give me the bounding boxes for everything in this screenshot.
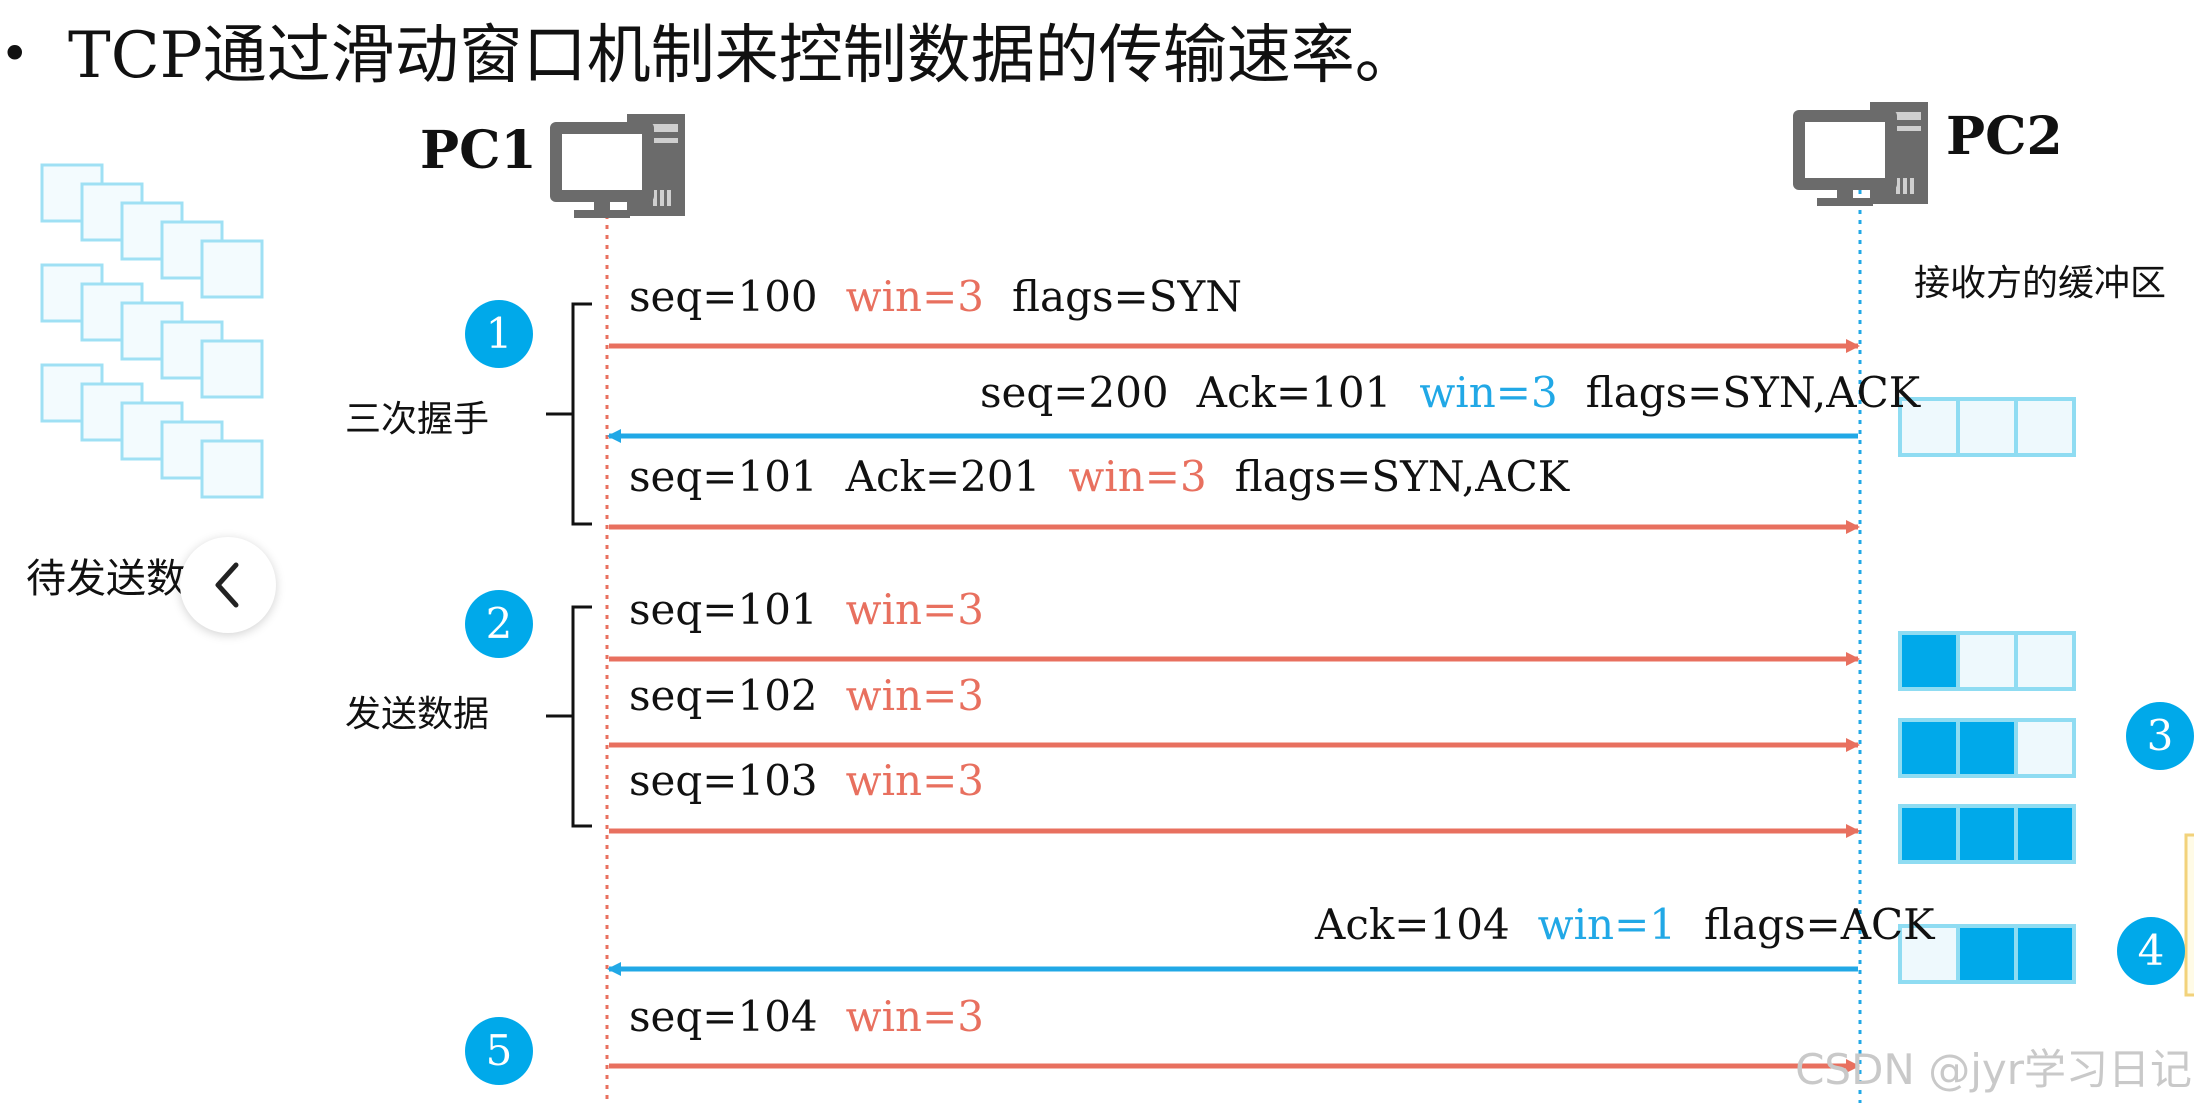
handshake-label: 三次握手 xyxy=(345,399,490,440)
step-circle-2: 2 xyxy=(465,590,533,658)
message-7-part-2: win=1 xyxy=(1537,900,1677,949)
buffer-4-cell-3 xyxy=(2014,804,2076,864)
receiver-buffer-label: 接收方的缓冲区 xyxy=(1914,263,2167,304)
message-7-part-3: flags=ACK xyxy=(1704,900,1935,949)
message-6-part-2: win=3 xyxy=(845,756,985,805)
receiver-buffer-2 xyxy=(1898,631,2076,691)
message-label-3: seq=101 Ack=201 win=3 flags=SYN,ACK xyxy=(629,452,1569,501)
message-label-4: seq=101 win=3 xyxy=(629,585,984,634)
step-circle-5: 5 xyxy=(465,1017,533,1085)
message-2-part-2: Ack=101 xyxy=(1196,368,1392,417)
title-text: TCP通过滑动窗口机制来控制数据的传输速率。 xyxy=(68,19,1419,93)
message-4-part-2: win=3 xyxy=(845,585,985,634)
buffer-1-cell-3 xyxy=(2014,397,2076,457)
message-3-part-1: seq=101 xyxy=(629,452,818,501)
pending-data-blocks xyxy=(40,163,264,499)
message-1-part-2: win=3 xyxy=(845,272,985,321)
buffer-3-cell-2 xyxy=(1956,718,2018,778)
message-5-part-1: seq=102 xyxy=(629,671,818,720)
step-circle-4: 4 xyxy=(2117,917,2185,985)
message-label-2: seq=200 Ack=101 win=3 flags=SYN,ACK xyxy=(980,368,1920,417)
handshake-brace xyxy=(546,302,592,526)
pc1-computer-icon xyxy=(550,114,685,218)
send-data-label: 发送数据 xyxy=(345,694,490,735)
receiver-buffer-1 xyxy=(1898,397,2076,457)
message-label-6: seq=103 win=3 xyxy=(629,756,984,805)
message-3-part-2: Ack=201 xyxy=(845,452,1041,501)
message-5-part-2: win=3 xyxy=(845,671,985,720)
chevron-left-icon xyxy=(215,562,239,608)
buffer-5-cell-2 xyxy=(1956,924,2018,984)
message-3-part-3: win=3 xyxy=(1068,452,1207,501)
pc2-label: PC2 xyxy=(1946,106,2063,167)
buffer-4-cell-1 xyxy=(1898,804,1960,864)
receiver-buffer-4 xyxy=(1898,804,2076,864)
message-6-part-1: seq=103 xyxy=(629,756,818,805)
message-label-5: seq=102 win=3 xyxy=(629,671,984,720)
watermark: CSDN @jyr学习日记 xyxy=(1795,1045,2192,1094)
buffer-2-cell-3 xyxy=(2014,631,2076,691)
pc2-computer-icon xyxy=(1793,102,1928,206)
message-1-part-3: flags=SYN xyxy=(1012,272,1242,321)
pc1-label: PC1 xyxy=(420,120,537,181)
title-bullet: • xyxy=(0,25,30,83)
back-button[interactable] xyxy=(180,537,276,633)
message-2-part-4: flags=SYN,ACK xyxy=(1585,368,1921,417)
message-label-1: seq=100 win=3 flags=SYN xyxy=(629,272,1242,321)
pending-data-label: 待发送数 xyxy=(26,556,186,602)
receiver-buffers xyxy=(1898,397,2076,984)
buffer-4-cell-2 xyxy=(1956,804,2018,864)
message-8-part-2: win=3 xyxy=(845,992,985,1041)
message-8-part-1: seq=104 xyxy=(629,992,818,1041)
message-1-part-1: seq=100 xyxy=(629,272,818,321)
buffer-3-cell-1 xyxy=(1898,718,1960,778)
message-7-part-1: Ack=104 xyxy=(1315,900,1510,949)
buffer-2-cell-2 xyxy=(1956,631,2018,691)
buffer-2-cell-1 xyxy=(1898,631,1960,691)
note-edge xyxy=(2184,833,2194,997)
message-2-part-3: win=3 xyxy=(1419,368,1558,417)
message-3-part-4: flags=SYN,ACK xyxy=(1234,452,1570,501)
buffer-1-cell-2 xyxy=(1956,397,2018,457)
message-label-8: seq=104 win=3 xyxy=(629,992,984,1041)
receiver-buffer-5 xyxy=(1898,924,2076,984)
receiver-buffer-3 xyxy=(1898,718,2076,778)
buffer-5-cell-3 xyxy=(2014,924,2076,984)
buffer-1-cell-1 xyxy=(1898,397,1960,457)
step-circle-3: 3 xyxy=(2126,702,2194,770)
send-data-brace xyxy=(546,605,592,828)
step-circle-1: 1 xyxy=(465,300,533,368)
message-2-part-1: seq=200 xyxy=(980,368,1169,417)
message-label-7: Ack=104 win=1 flags=ACK xyxy=(1315,900,1935,949)
page-title: • TCP通过滑动窗口机制来控制数据的传输速率。 xyxy=(0,4,1419,96)
message-4-part-1: seq=101 xyxy=(629,585,818,634)
buffer-3-cell-3 xyxy=(2014,718,2076,778)
